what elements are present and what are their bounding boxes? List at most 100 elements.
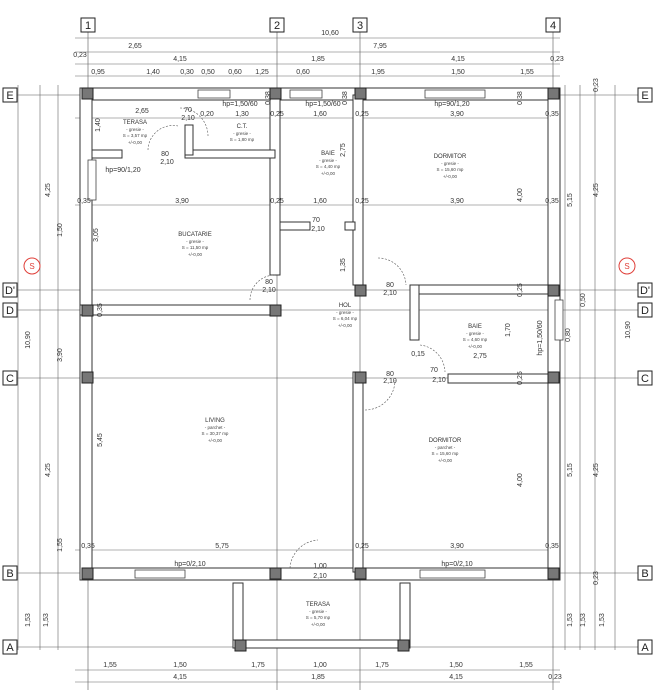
grid-row-label: C	[6, 373, 14, 385]
dimension-label: 80	[386, 282, 394, 289]
structural-column	[397, 639, 410, 652]
window	[134, 569, 186, 579]
structural-column	[269, 87, 282, 100]
dimension-label: 0,35	[545, 198, 559, 205]
room-name: BUCATARIE	[178, 232, 211, 238]
structural-column	[547, 371, 560, 384]
dimension-label: 1,00	[313, 662, 327, 669]
grid-row-label: D	[6, 305, 14, 317]
wall	[232, 639, 411, 649]
room-finish: - parchet -	[435, 445, 456, 450]
dimension-label: 0,23	[548, 674, 562, 681]
dimension-label: 5,15	[567, 463, 574, 477]
structural-column	[547, 567, 560, 580]
wall	[232, 582, 244, 649]
dimension-label: 2,65	[128, 43, 142, 50]
dimension-label: 7,95	[373, 43, 387, 50]
structural-column	[81, 371, 94, 384]
dimension-label: 1,85	[311, 56, 325, 63]
room-level: +/-0,00	[438, 458, 453, 463]
grid-row-tag	[637, 87, 653, 103]
wall	[344, 221, 356, 231]
dimension-label: 3,90	[450, 543, 464, 550]
door-swing	[179, 107, 209, 137]
dimension-label: 3,90	[57, 348, 64, 362]
room-level: +/-0,00	[128, 140, 143, 145]
dimension-label: 2,10	[383, 290, 397, 297]
dimension-label: 1,85	[311, 674, 325, 681]
dimension-label: hp=0/2,10	[441, 561, 472, 568]
grid-row-tag	[637, 565, 653, 581]
dimension-label: 1,75	[251, 662, 265, 669]
dimension-label: 3,90	[450, 198, 464, 205]
grid-column-label: 1	[85, 20, 91, 32]
dimension-label: 1,95	[371, 69, 385, 76]
dimension-label: 0,50	[580, 293, 587, 307]
wall	[184, 124, 194, 156]
dimension-label: 0,15	[411, 351, 425, 358]
dimension-label: 2,10	[262, 287, 276, 294]
dimension-label: 0,60	[228, 69, 242, 76]
dimension-label: 0,38	[265, 91, 272, 105]
dimension-label: 2,10	[313, 573, 327, 580]
dimension-label: 2,75	[340, 143, 347, 157]
dimension-label: 10,90	[25, 331, 32, 349]
grid-row-label: B	[641, 568, 648, 580]
dimension-label: 0,35	[545, 543, 559, 550]
wall	[269, 94, 281, 276]
grid-row-tag	[637, 282, 653, 298]
door-swing	[289, 539, 319, 569]
room-finish: - gresie -	[309, 609, 327, 614]
room-finish: - gresie -	[441, 161, 459, 166]
dimension-label: 1,40	[146, 69, 160, 76]
dimension-label: 4,15	[449, 674, 463, 681]
grid-row-tag	[637, 370, 653, 386]
door-swing	[419, 344, 446, 373]
dimension-label: 0,25	[517, 371, 524, 385]
dimension-label: 5,15	[567, 193, 574, 207]
dimension-label: 70	[430, 367, 438, 374]
structural-column	[354, 371, 367, 384]
section-marker-icon	[23, 257, 41, 275]
room-level: +/-0,00	[338, 323, 353, 328]
room-area: S = 1,80 mp	[230, 137, 255, 142]
dimension-label: 80	[161, 151, 169, 158]
dimension-label: 1,30	[235, 111, 249, 118]
wall	[279, 221, 311, 231]
wall	[409, 284, 420, 341]
dimension-label: 1,53	[25, 613, 32, 627]
structural-column	[354, 567, 367, 580]
room-area: S = 6,04 mp	[333, 316, 358, 321]
wall	[91, 149, 123, 159]
grid-row-tag	[637, 639, 653, 655]
dimension-label: 1,50	[451, 69, 465, 76]
window	[419, 569, 486, 579]
grid-row-tag	[2, 87, 18, 103]
room-level: +/-0,00	[468, 344, 483, 349]
dimension-label: 80	[386, 371, 394, 378]
room-level: +/-0,00	[208, 438, 223, 443]
dimension-label: 0,25	[355, 198, 369, 205]
dimension-label: 4,00	[517, 188, 524, 202]
dimension-label: 4,15	[173, 674, 187, 681]
dimension-label: hp=1,50/60	[222, 101, 257, 108]
room-level: +/-0,00	[188, 252, 203, 257]
dimension-label: 80	[265, 279, 273, 286]
wall	[447, 373, 556, 384]
dimension-label: hp=1,50/60	[537, 320, 544, 355]
dimension-label: 2,75	[473, 353, 487, 360]
wall	[352, 371, 364, 573]
structural-column	[547, 87, 560, 100]
room-area: S = 3,57 mp	[123, 133, 148, 138]
dimension-label: 1,55	[57, 538, 64, 552]
room-area: S = 5,70 mp	[306, 615, 331, 620]
grid-row-tag	[2, 639, 18, 655]
dimension-label: 2,10	[311, 226, 325, 233]
grid-column-tag	[80, 17, 96, 33]
dimension-label: 2,10	[383, 378, 397, 385]
structural-column	[234, 639, 247, 652]
grid-row-label: D'	[5, 285, 15, 297]
dimension-label: 0,95	[91, 69, 105, 76]
room-name: TERASA	[306, 602, 330, 608]
dimension-label: hp=1,50/60	[305, 101, 340, 108]
